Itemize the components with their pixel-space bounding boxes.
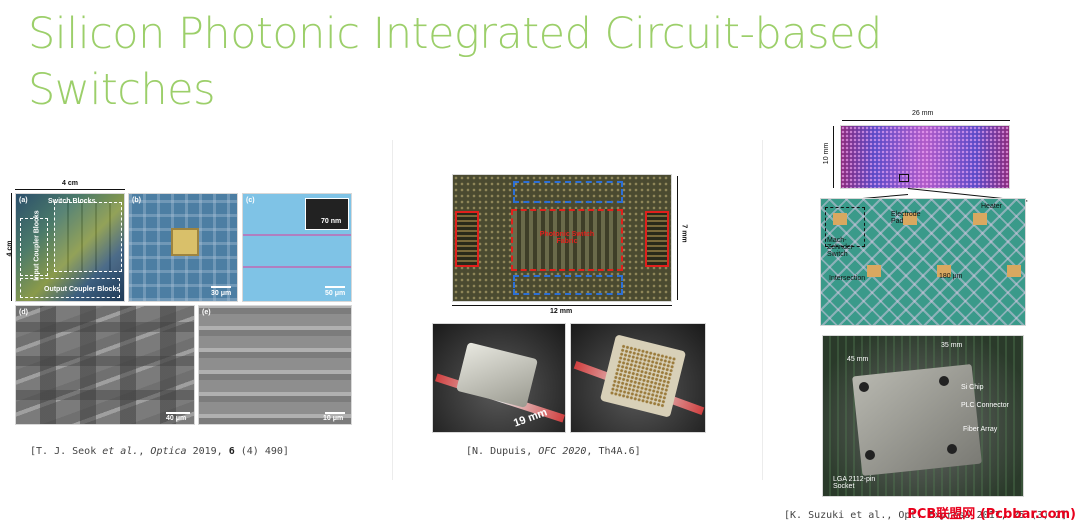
watermark: PCB联盟网 (Pcbbar.com) — [907, 507, 1076, 522]
zoom-electrode-label: Electrode Pad — [891, 211, 921, 225]
chip-center-fabric — [511, 209, 623, 271]
panel-c-scale-label: 50 μm — [325, 290, 346, 297]
zoom-pads — [821, 199, 1025, 325]
dim-height-label: 4 cm — [6, 240, 14, 257]
module-screw-2 — [939, 376, 949, 386]
panel-a-wafer-photo: (a) Switch Blocks Input Coupler Blocks O… — [15, 193, 125, 302]
citation-seok-volume: 6 — [228, 446, 235, 457]
panel-d-scale-label: 40 μm — [166, 415, 187, 422]
citation-seok-journal: Optica — [150, 446, 187, 457]
zoom-mzs-label: Mach-Zehnder Switch — [827, 237, 854, 258]
chip-width-label: 12 mm — [550, 308, 573, 315]
input-coupler-region — [20, 218, 48, 276]
panel-a-tag: (a) — [19, 197, 28, 204]
input-coupler-label: Input Coupler Blocks — [33, 210, 41, 281]
panel-b-scale-bar — [211, 286, 231, 288]
panel-e-scale-bar — [325, 412, 345, 414]
module-screw-3 — [865, 450, 875, 460]
chip-top-blue-region — [513, 181, 623, 203]
suzuki-zoom-photo: Heater Electrode Pad Mach-Zehnder Switch… — [820, 198, 1026, 326]
sem-detail-texture — [199, 306, 351, 424]
panel-e-tag: (e) — [202, 309, 211, 316]
module-screw-1 — [859, 382, 869, 392]
suzuki-chip-grid — [841, 126, 1009, 188]
suzuki-chip-width-label: 26 mm — [912, 110, 934, 117]
suzuki-zoom-box — [899, 174, 909, 182]
chip-width-arrow — [452, 305, 672, 306]
panel-d-sem-array: (d) 40 μm — [15, 305, 195, 425]
dim-width-label: 4 cm — [62, 180, 78, 187]
module-si-chip-label: Si Chip — [961, 384, 984, 391]
citation-dupuis: [N. Dupuis, OFC 2020, Th4A.6] — [466, 446, 641, 457]
chip-bottom-blue-region — [513, 275, 623, 295]
citation-seok-authors: [T. J. Seok — [30, 446, 103, 457]
column-divider-left — [392, 140, 393, 480]
panel-b-switch-cell: (b) 30 μm — [128, 193, 238, 302]
citation-seok-etal: et al. — [102, 446, 139, 457]
citation-suzuki: [K. Suzuki et al., Opt. Express 2017, 25… — [784, 510, 1067, 521]
output-coupler-label: Output Coupler Blocks — [44, 286, 121, 293]
chip-height-arrow — [677, 176, 678, 300]
module-screw-4 — [947, 444, 957, 454]
module-dim-a-label: 45 mm — [847, 356, 869, 363]
chip-left-fiber-block — [455, 211, 479, 267]
suzuki-chip-height-label: 10 mm — [823, 142, 831, 165]
zoom-heater-label: Heater — [981, 203, 1003, 210]
citation-seok-sep: , — [138, 446, 151, 457]
switch-block-grid — [54, 202, 122, 272]
citation-dupuis-venue: OFC 2020 — [538, 446, 587, 457]
switch-blocks-label: Switch Blocks — [48, 198, 96, 205]
dim-width-arrow — [15, 189, 125, 190]
module-fiber-label: Fiber Array — [963, 426, 998, 433]
panel-c-scale-bar — [325, 286, 345, 288]
panel-d-tag: (d) — [19, 309, 28, 316]
chip-right-fiber-block — [645, 211, 669, 267]
panel-c-tag: (c) — [246, 197, 255, 204]
package-lid — [456, 342, 538, 408]
panel-c-waveguide: 70 nm (c) 50 μm — [242, 193, 352, 302]
panel-e-scale-label: 10 μm — [323, 415, 344, 422]
suzuki-chip-width-arrow — [842, 120, 1010, 121]
module-plc-label: PLC Connector — [961, 402, 1009, 409]
module-dim-b-label: 35 mm — [941, 342, 963, 349]
switch-cell-pad — [171, 228, 199, 256]
column-divider-right — [762, 140, 763, 480]
panel-e-sem-detail: (e) 10 μm — [198, 305, 352, 425]
title-line-1: Silicon Photonic Integrated Circuit-base… — [28, 9, 882, 59]
panel-c-inset — [305, 198, 349, 230]
suzuki-chip-height-arrow — [833, 126, 834, 188]
citation-seok-rest: (4) 490] — [234, 446, 289, 457]
panel-b-tag: (b) — [132, 197, 141, 204]
module-lga-label: LGA 2112-pin Socket — [833, 476, 876, 490]
suzuki-module-photo: 45 mm 35 mm Si Chip PLC Connector Fiber … — [822, 335, 1024, 497]
slide-title: Silicon Photonic Integrated Circuit-base… — [28, 6, 928, 118]
zoom-intersection-label: Intersection — [829, 275, 866, 282]
dupuis-chip-photo: Photonic Switch Fabric — [452, 174, 672, 302]
chip-height-label: 7 mm — [680, 224, 688, 243]
citation-dupuis-rest: , Th4A.6] — [586, 446, 641, 457]
waveguide-line-2 — [243, 266, 351, 268]
citation-seok-year: 2019, — [186, 446, 229, 457]
citation-dupuis-prefix: [N. Dupuis, — [466, 446, 539, 457]
suzuki-chip-photo — [840, 125, 1010, 189]
zoom-pitch-label: 180 μm — [939, 273, 963, 280]
dim-height-arrow — [11, 193, 12, 301]
dupuis-package-photo-right — [570, 323, 706, 433]
panel-c-inset-scale: 70 nm — [321, 218, 342, 225]
waveguide-line-1 — [243, 234, 351, 236]
zoom-mzs-box — [825, 207, 865, 247]
output-coupler-region — [20, 278, 120, 298]
matrix-label: Photonic Switch Fabric — [539, 231, 595, 245]
title-line-2: Switches — [28, 65, 216, 115]
citation-seok: [T. J. Seok et al., Optica 2019, 6 (4) 4… — [30, 446, 289, 457]
panel-d-scale-bar — [166, 412, 190, 414]
dupuis-package-photo-left: 19 mm — [432, 323, 566, 433]
panel-b-scale-label: 30 μm — [211, 290, 232, 297]
sem-array-blocks — [16, 306, 194, 424]
